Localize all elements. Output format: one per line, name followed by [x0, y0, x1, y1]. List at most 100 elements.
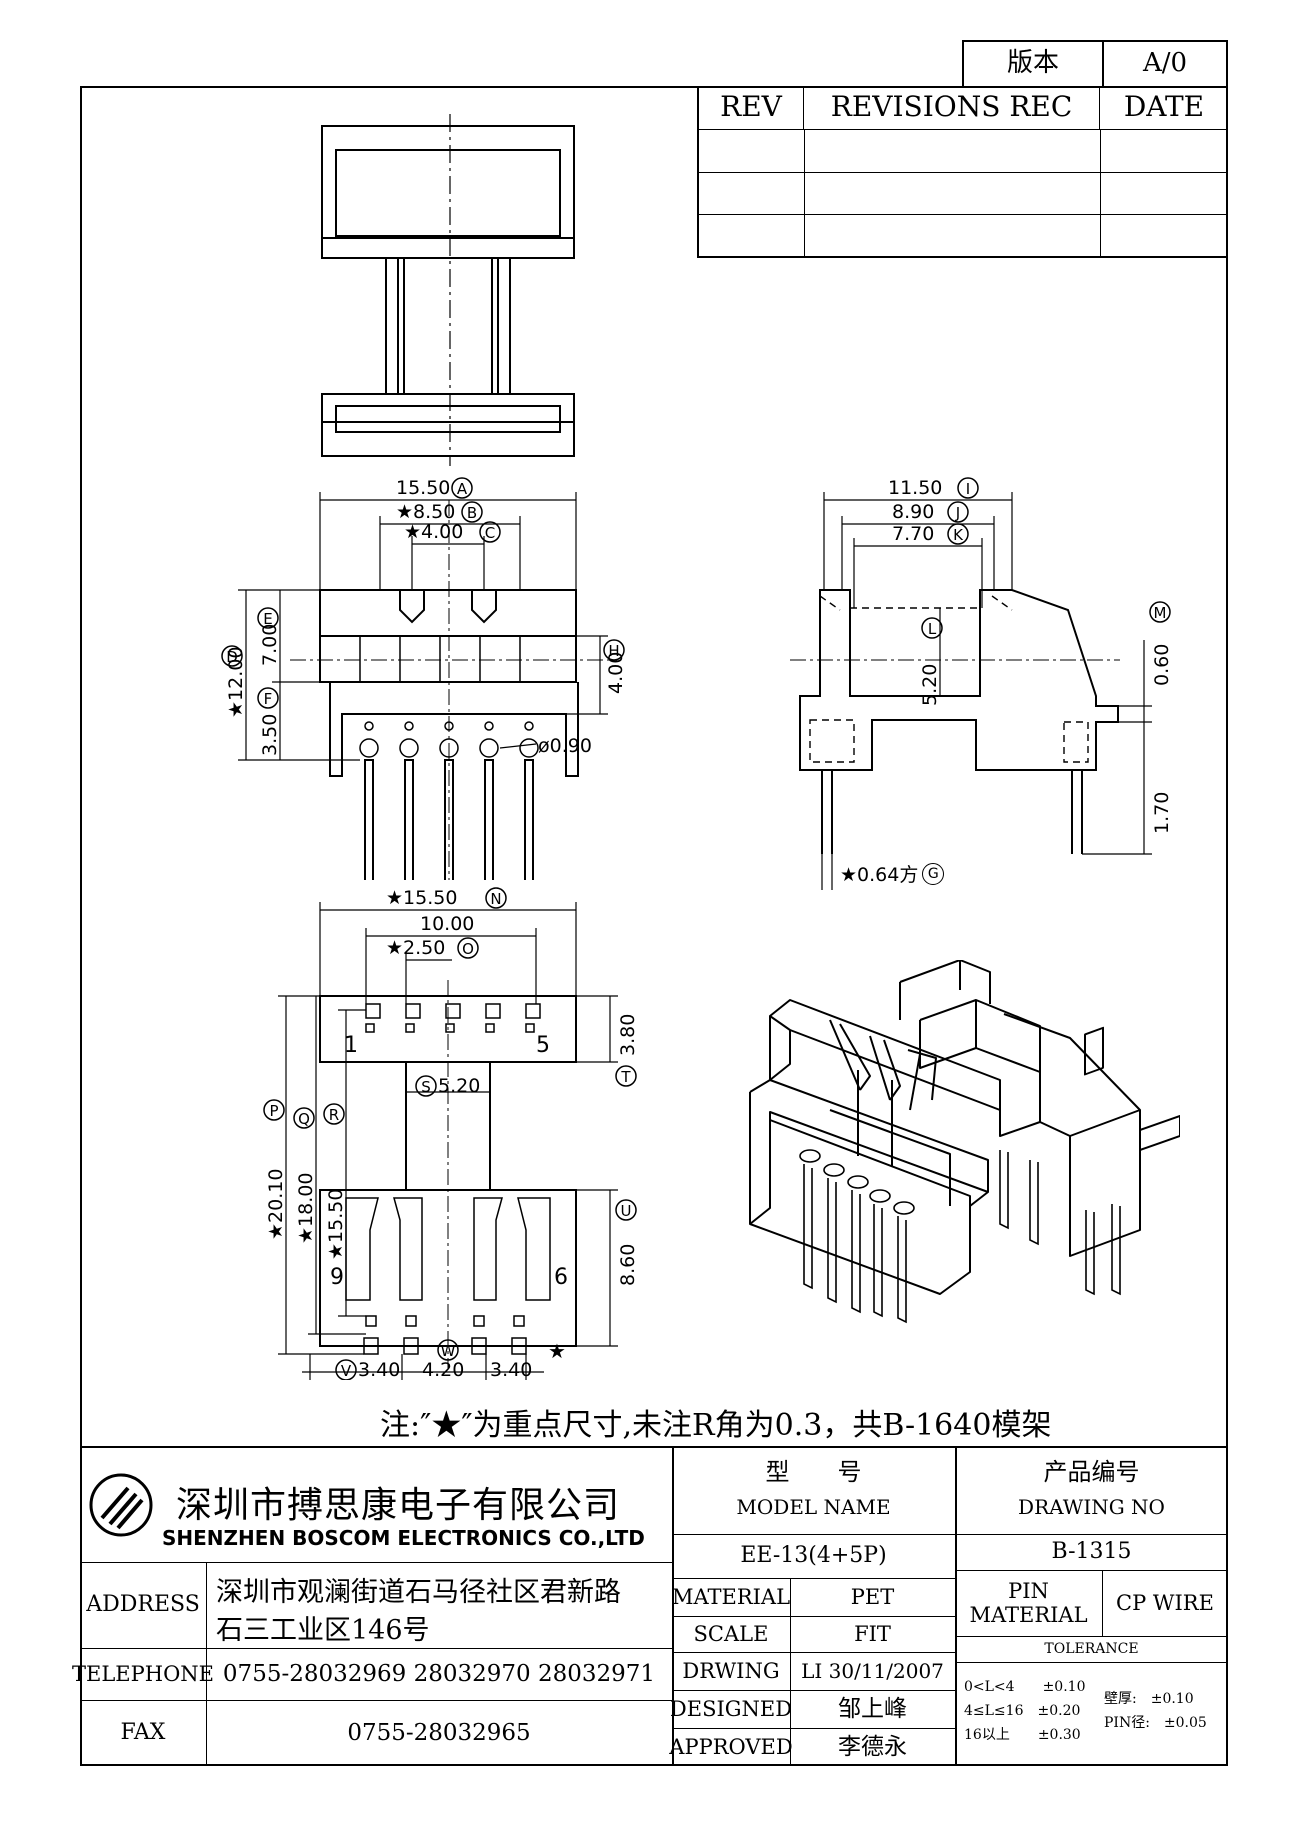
- balloon-h: [603, 639, 625, 661]
- balloon-u-label: U: [621, 1202, 632, 1220]
- company-name-cn: 深圳市搏思康电子有限公司: [176, 1485, 621, 1526]
- bottom-view: ★15.50 N 10.00 ★2.50 O 1 5 9 6 3.80 T S …: [263, 887, 639, 1380]
- balloon-e-label: E: [263, 610, 272, 628]
- dim-q-value: ★18.00: [295, 1173, 317, 1244]
- drawing-note: 注:″★″为重点尺寸,未注R角为0.3，共B-1640模架: [380, 1408, 1052, 1443]
- balloon-v: [335, 1359, 357, 1380]
- version-label: 版本: [964, 42, 1104, 86]
- balloon-n: [485, 887, 507, 909]
- star-marker: ★: [548, 1339, 566, 1363]
- balloon-w: [437, 1339, 459, 1361]
- pin-5-label: 5: [536, 1033, 550, 1058]
- title-block-line: [80, 1700, 672, 1701]
- rev-col-line: [804, 130, 805, 256]
- balloon-v-label: V: [341, 1362, 352, 1380]
- date-header: DATE: [1100, 86, 1228, 130]
- tolerance-pin: PIN径: ±0.05: [1104, 1715, 1207, 1731]
- revisions-rec-header: REVISIONS REC: [804, 86, 1100, 130]
- dim-r-value: ★15.50: [325, 1189, 347, 1260]
- dim-h-value: 4.00: [605, 652, 627, 694]
- title-block-divider: [790, 1578, 791, 1766]
- balloon-l: [921, 617, 943, 639]
- address-label: ADDRESS: [86, 1592, 200, 1618]
- title-block-line: [672, 1728, 955, 1729]
- pin-material-value: CP WIRE: [1116, 1590, 1214, 1615]
- balloon-s-label: S: [421, 1078, 431, 1096]
- dim-v3-value: 3.40: [490, 1359, 532, 1380]
- balloon-i-label: I: [966, 480, 970, 498]
- tolerance-range-3: 16以上 ±0.30: [964, 1727, 1081, 1743]
- pin-height-dim: 1.70: [1151, 792, 1173, 834]
- dim-l-value: 5.20: [919, 664, 941, 706]
- front-view: 15.50 A ★8.50 B ★4.00 C ★12.00 D 7.00 E …: [221, 477, 627, 880]
- dim-g-row: ★0.64方 G: [840, 860, 945, 887]
- balloon-d-label: D: [226, 648, 238, 666]
- dim-f-value: 3.50: [259, 714, 281, 756]
- dim-w-value: 4.20: [422, 1359, 464, 1380]
- title-block-line: [955, 1662, 1228, 1663]
- fax-label: FAX: [120, 1720, 166, 1746]
- scale-label: SCALE: [693, 1621, 769, 1646]
- title-block-line: [672, 1652, 955, 1653]
- pin-diameter-dim: ø0.90: [538, 735, 592, 757]
- drwing-label: DRWING: [682, 1658, 780, 1683]
- fax-value: 0755-28032965: [347, 1719, 531, 1746]
- dim-a-value: 15.50: [396, 477, 450, 499]
- telephone-value: 0755-28032969 28032970 28032971: [222, 1660, 656, 1687]
- drawing-frame: [80, 86, 1228, 1766]
- rev-col-line: [1100, 130, 1101, 256]
- balloon-k: [947, 523, 969, 545]
- balloon-b: [461, 501, 483, 523]
- material-value: PET: [850, 1584, 895, 1609]
- address-line-2: 石三工业区146号: [216, 1615, 430, 1646]
- model-label-en: MODEL NAME: [736, 1494, 891, 1519]
- balloon-j: [947, 501, 969, 523]
- balloon-j-label: J: [955, 504, 960, 522]
- tolerance-wall: 壁厚: ±0.10: [1104, 1691, 1194, 1707]
- designed-label: DESIGNED: [669, 1696, 793, 1721]
- isometric-view: [749, 960, 1180, 1324]
- model-label-cn: 型 号: [765, 1458, 862, 1487]
- revision-table: REV REVISIONS REC DATE: [697, 86, 1228, 258]
- version-value: A/0: [1142, 48, 1188, 79]
- rev-row-line: [699, 172, 1228, 173]
- telephone-label: TELEPHONE: [72, 1661, 214, 1686]
- pitch-total-dim: 10.00: [420, 913, 474, 935]
- title-block-divider: [672, 1446, 674, 1766]
- balloon-u: [615, 1199, 637, 1221]
- balloon-a-label: A: [457, 480, 468, 498]
- dim-m-value: 0.60: [1151, 644, 1173, 686]
- model-value: EE-13(4+5P): [740, 1543, 887, 1569]
- approved-value: 李德永: [838, 1733, 907, 1760]
- company-logo: [89, 1473, 153, 1537]
- balloon-c: [479, 521, 501, 543]
- balloon-f: [257, 687, 279, 709]
- balloon-h-label: H: [608, 642, 619, 660]
- title-block-line: [955, 1570, 1228, 1571]
- balloon-c-label: C: [485, 524, 495, 542]
- dim-v-value: 3.40: [358, 1359, 400, 1380]
- balloon-n-label: N: [490, 890, 501, 908]
- dim-o-value: ★2.50: [386, 937, 445, 959]
- dim-e-value: 7.00: [259, 624, 281, 666]
- dim-g-value: ★0.64方: [840, 864, 919, 886]
- approved-label: APPROVED: [669, 1734, 793, 1759]
- pin-material-label: PIN MATERIAL: [969, 1578, 1088, 1627]
- company-name-en: SHENZHEN BOSCOM ELECTRONICS CO.,LTD: [162, 1526, 645, 1550]
- tolerance-range-2: 4≤L≤16 ±0.20: [964, 1703, 1081, 1719]
- dim-u-value: 8.60: [617, 1244, 639, 1286]
- balloon-s: [415, 1075, 437, 1097]
- drawing-label-en: DRAWING NO: [1018, 1494, 1165, 1519]
- drawing-label-cn: 产品编号: [1043, 1458, 1140, 1487]
- dim-p-value: ★20.10: [265, 1169, 287, 1240]
- rev-row-line: [699, 214, 1228, 215]
- balloon-l-label: L: [928, 620, 937, 638]
- dim-k-value: 7.70: [892, 523, 934, 545]
- dim-c-value: ★4.00: [404, 521, 463, 543]
- drwing-value: LI 30/11/2007: [801, 1658, 944, 1683]
- title-block-divider: [206, 1562, 207, 1766]
- balloon-m-label: M: [1154, 604, 1167, 622]
- dim-d-value: ★12.00: [225, 647, 247, 718]
- dim-i-value: 11.50: [888, 477, 942, 499]
- title-block-line: [80, 1562, 672, 1563]
